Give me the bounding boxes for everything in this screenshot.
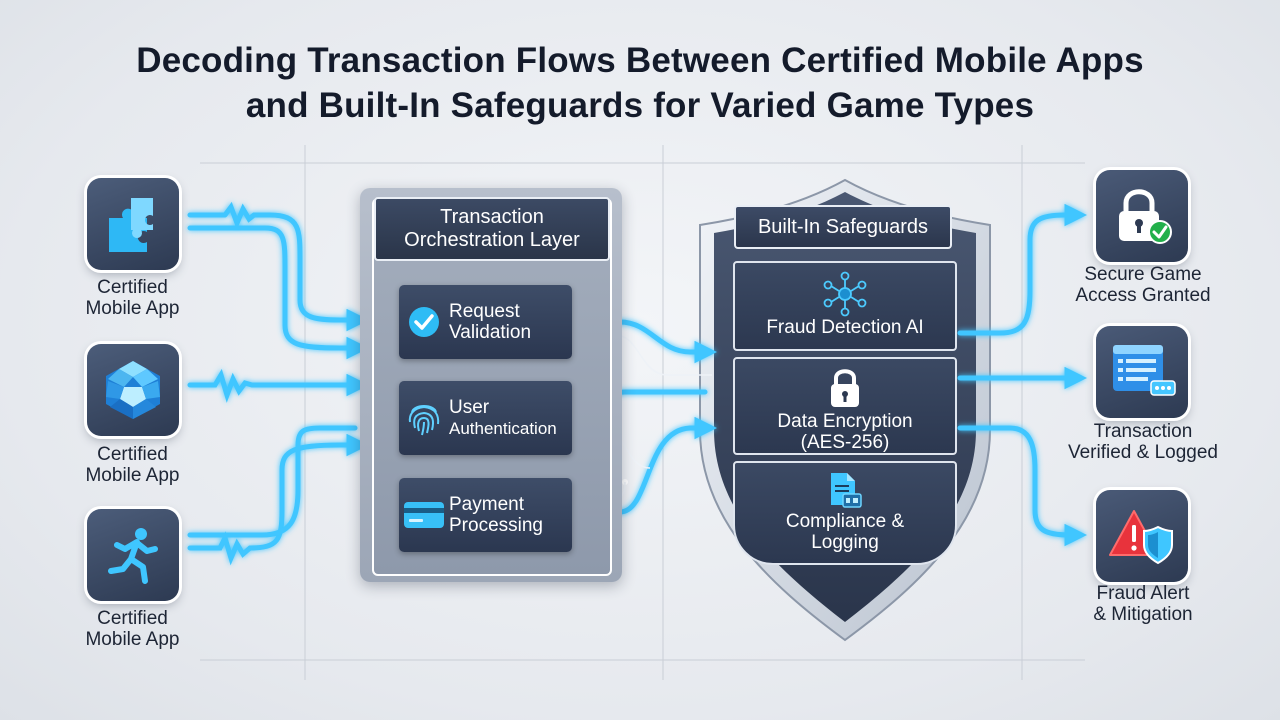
app-tile-runner[interactable]: [87, 509, 179, 601]
title-line-2: and Built-In Safeguards for Varied Game …: [245, 86, 1035, 125]
puzzle-icon: [109, 198, 153, 252]
grid-lines: [200, 145, 1085, 680]
title-line-1: Decoding Transaction Flows Between Certi…: [136, 41, 1144, 80]
app-tile-crystal[interactable]: [87, 344, 179, 436]
alert-shield-icon: [1109, 510, 1173, 565]
step-request-validation[interactable]: Request Validation: [399, 285, 572, 359]
safeguards-title: Built-In Safeguards: [734, 205, 952, 249]
checkmark-icon: [399, 305, 449, 339]
runner-icon: [108, 528, 158, 584]
page-title: Decoding Transaction Flows Between Certi…: [0, 38, 1280, 128]
safeguard-data-encryption[interactable]: Data Encryption (AES-256): [733, 357, 957, 455]
form-icon: [1113, 345, 1176, 396]
step-user-authentication[interactable]: User Authentication: [399, 381, 572, 455]
outcome-tile-fraud-alert[interactable]: [1096, 490, 1188, 582]
step-payment-processing[interactable]: Payment Processing: [399, 478, 572, 552]
neural-network-icon: [735, 271, 955, 317]
app-tile-puzzle[interactable]: [87, 178, 179, 270]
safeguard-fraud-detection[interactable]: Fraud Detection AI: [733, 261, 957, 351]
input-flows: [187, 201, 360, 566]
lock-icon: [735, 367, 955, 411]
document-icon: [735, 471, 955, 511]
fingerprint-icon: [399, 398, 449, 438]
crystal-icon: [106, 361, 160, 419]
outcome-tile-secure-access[interactable]: [1096, 170, 1188, 262]
safeguard-compliance-logging[interactable]: Compliance & Logging: [733, 461, 957, 565]
outcome-label-3: Fraud Alert& Mitigation: [1093, 583, 1193, 625]
credit-card-icon: [399, 500, 449, 530]
output-flows: [957, 203, 1087, 547]
orchestration-title: Transaction Orchestration Layer: [374, 197, 610, 261]
lock-check-icon: [1119, 189, 1172, 244]
outcome-tile-verified-logged[interactable]: [1096, 326, 1188, 418]
